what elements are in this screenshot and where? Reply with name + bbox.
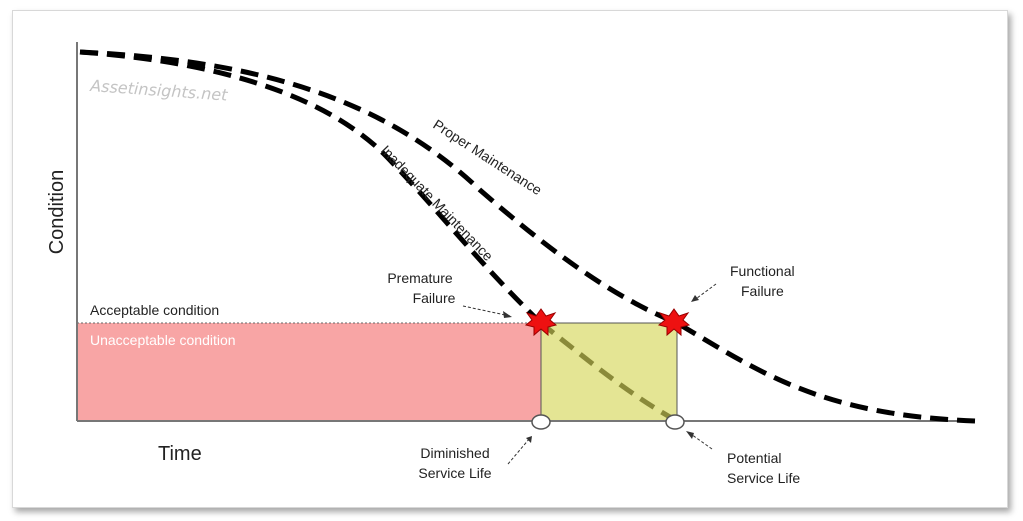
diagram-frame (12, 10, 1008, 508)
potential-service-life-marker (665, 414, 685, 430)
functional-failure-marker-icon (657, 308, 691, 337)
premature-failure-label-line-1: Premature (387, 270, 453, 286)
diminished-service-life-label-line-1: Diminished (420, 445, 489, 461)
potential-service-life-label-line-2: Service Life (727, 470, 800, 486)
unacceptable-zone (77, 323, 541, 421)
potential-service-life-label-line-1: Potential (727, 450, 781, 466)
diminished-service-life-label-line-2: Service Life (418, 465, 491, 481)
acceptable-condition-label: Acceptable condition (90, 302, 219, 318)
degraded-continuation-curve (539, 321, 679, 424)
watermark-text: Assetinsights.net (89, 76, 229, 105)
proper-maintenance-label: Proper Maintenance (430, 116, 545, 198)
unacceptable-condition-label: Unacceptable condition (90, 332, 236, 348)
service-life-gap-zone (540, 322, 678, 422)
inadequate-maintenance-curve (79, 49, 543, 325)
premature-failure-arrow (462, 305, 511, 317)
functional-failure-label-line-2: Failure (741, 283, 784, 299)
premature-failure-marker-icon (524, 308, 558, 337)
proper-maintenance-curve (79, 49, 976, 424)
diminished-service-life-arrow (507, 437, 531, 465)
functional-failure-label-line-1: Functional (730, 263, 795, 279)
diminished-service-life-marker (531, 414, 551, 430)
premature-failure-label-line-2: Failure (413, 290, 456, 306)
y-axis-label: Condition (46, 170, 68, 255)
x-axis-label: Time (158, 443, 202, 465)
